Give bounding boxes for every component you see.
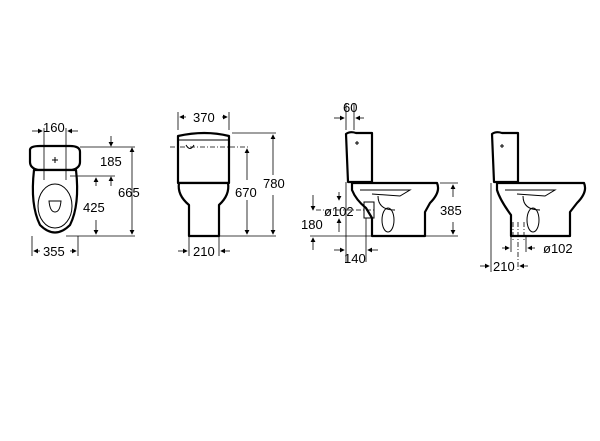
dim-210: 210 <box>193 244 215 259</box>
dim-425: 425 <box>83 200 105 215</box>
dim-355: 355 <box>43 244 65 259</box>
dim-o102-s: ø102 <box>543 241 573 256</box>
dim-370: 370 <box>193 110 215 125</box>
dim-385: 385 <box>440 203 462 218</box>
dim-o102: ø102 <box>324 204 354 219</box>
dim-160: 160 <box>43 120 65 135</box>
dim-665: 665 <box>118 185 140 200</box>
dim-140: 140 <box>344 251 366 266</box>
dim-670: 670 <box>235 185 257 200</box>
dim-780: 780 <box>263 176 285 191</box>
dim-210-s: 210 <box>493 259 515 274</box>
side-view-s-trap: ø102 210 <box>480 131 587 274</box>
front-view: 370 780 670 210 <box>170 110 285 259</box>
top-view: 160 185 665 425 355 <box>28 120 140 259</box>
dim-180: 180 <box>301 217 323 232</box>
dim-185: 185 <box>100 154 122 169</box>
dim-60: 60 <box>343 100 357 115</box>
side-view-p-trap: 60 ø102 180 385 140 <box>301 100 462 266</box>
